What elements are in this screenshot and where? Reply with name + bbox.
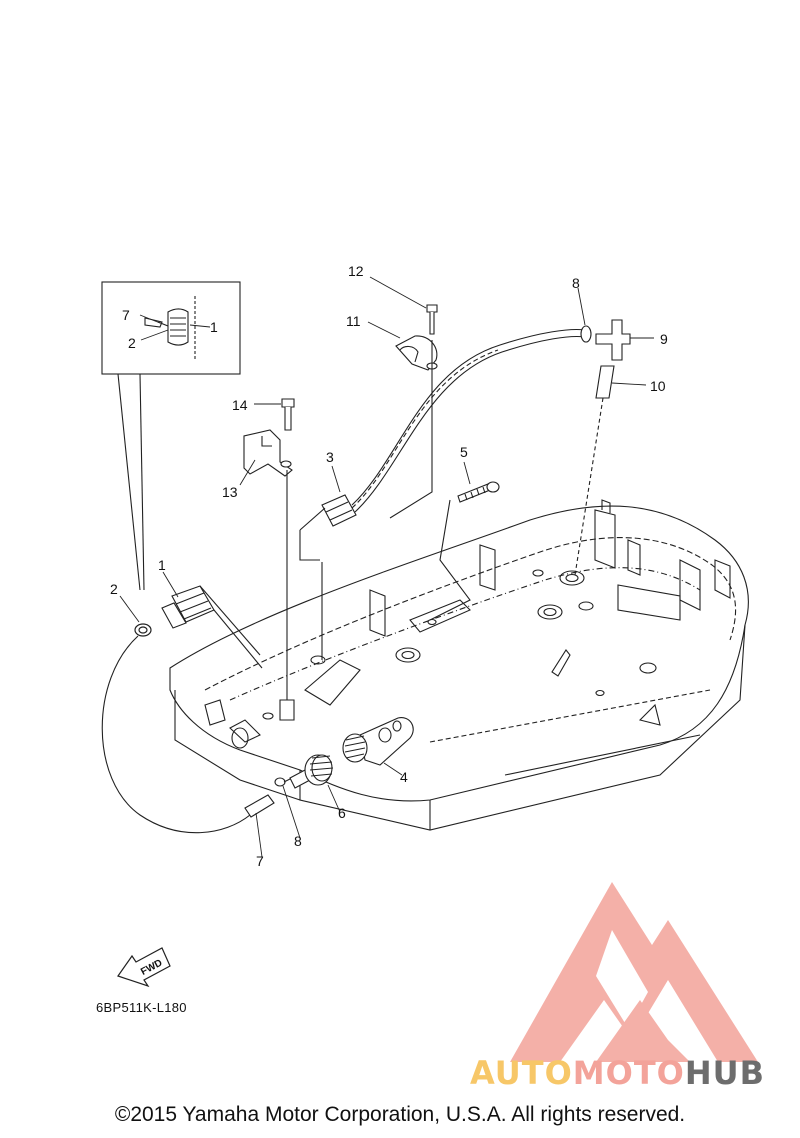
callout-2: 2: [110, 581, 118, 597]
part-8-lower-clamp: [274, 777, 293, 787]
leader-lines: [119, 276, 654, 858]
brand-moto: MOTO: [572, 1054, 685, 1092]
inset-callout-7: 7: [122, 307, 130, 323]
part-4-grommet: [342, 717, 414, 766]
callout-8-lower: 8: [294, 833, 302, 849]
part-10-tube: [551, 365, 615, 677]
diagram-code: 6BP511K-L180: [96, 1000, 187, 1015]
part-9-joint: [595, 319, 631, 361]
callout-3: 3: [326, 449, 334, 465]
part-12-screw: [389, 304, 438, 519]
part-3-grommet: [299, 494, 357, 660]
brand-auto: AUTO: [470, 1054, 573, 1092]
part-14-screw: [279, 398, 295, 721]
part-6-fitting: [289, 754, 334, 789]
callout-11: 11: [346, 313, 361, 329]
part-1-grommet: [161, 585, 263, 669]
detail-inset: [101, 281, 241, 591]
bottom-cowling: [169, 499, 749, 831]
callouts: 12 11 8 9 10 14 13 3 5 1 2 4 6 8 7 7 2 1: [110, 263, 668, 869]
callout-9: 9: [660, 331, 668, 347]
part-7-hose: [101, 635, 275, 834]
brand-hub: HUB: [684, 1054, 766, 1092]
part-11-clamp: [395, 335, 438, 371]
callout-8: 8: [572, 275, 580, 291]
callout-6: 6: [338, 805, 346, 821]
callout-4: 4: [400, 769, 408, 785]
watermark-logo: [510, 882, 758, 1062]
part-5-screw: [429, 481, 500, 621]
callout-12: 12: [348, 263, 364, 279]
inset-callout-2: 2: [128, 335, 136, 351]
part-13-bracket: [243, 429, 293, 477]
copyright-footer: ©2015 Yamaha Motor Corporation, U.S.A. A…: [114, 1103, 686, 1126]
part-2-clamp: [134, 623, 152, 637]
inset-callout-1: 1: [210, 319, 218, 335]
callout-5: 5: [460, 444, 468, 460]
callout-7: 7: [256, 853, 264, 869]
callout-1: 1: [158, 557, 166, 573]
callout-14: 14: [232, 397, 248, 413]
callout-10: 10: [650, 378, 666, 394]
watermark-brand: AUTOMOTOHUB: [470, 1054, 765, 1092]
fwd-arrow-icon: FWD: [117, 947, 171, 988]
part-8-upper-clamp: [580, 325, 592, 343]
upper-hose: [351, 328, 586, 513]
callout-13: 13: [222, 484, 238, 500]
